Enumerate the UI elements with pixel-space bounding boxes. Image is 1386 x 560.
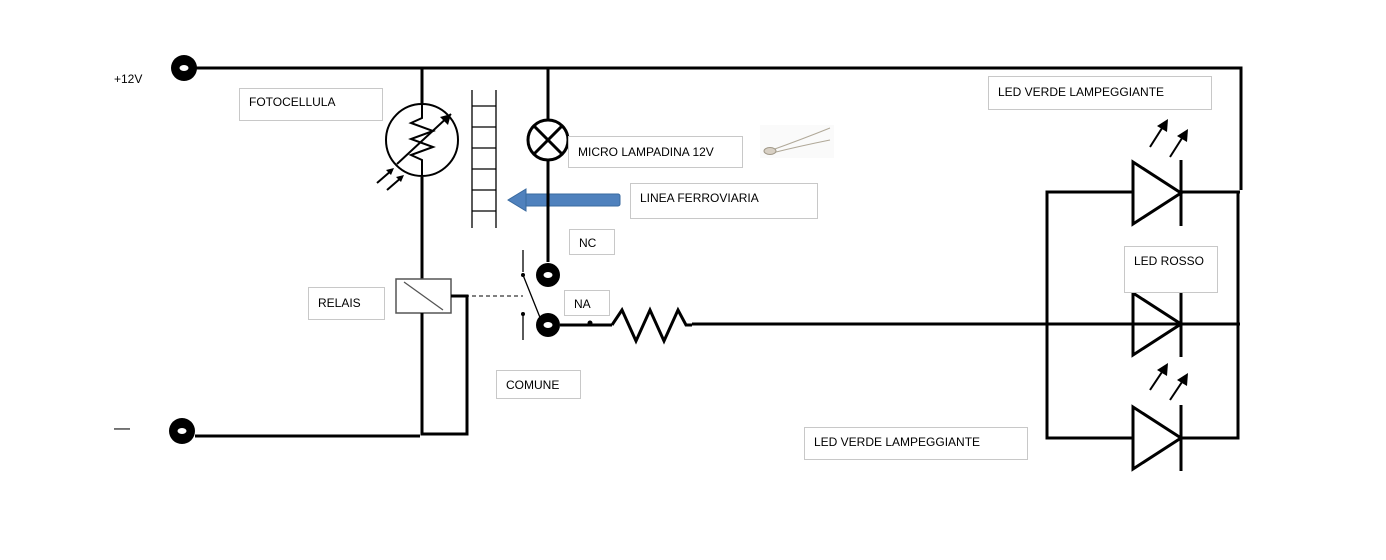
- resistor-symbol: [610, 306, 692, 345]
- terminal-nc: [536, 263, 560, 287]
- terminal-minus: [169, 418, 195, 444]
- left-arrow-icon: [507, 188, 621, 212]
- na-label: NA: [564, 290, 610, 316]
- led-verde-top-symbol: [1131, 119, 1188, 227]
- led-rosso-label: LED ROSSO: [1124, 246, 1218, 293]
- top-rail-wire: [196, 66, 1243, 190]
- lamp-symbol: [526, 118, 570, 162]
- fotocellula-label: FOTOCELLULA: [239, 88, 383, 121]
- led-verde-bottom-symbol: [1131, 363, 1188, 472]
- railway-track: [471, 90, 497, 228]
- photocell-symbol: [376, 103, 459, 191]
- linea-ferroviaria-label: LINEA FERROVIARIA: [630, 183, 818, 219]
- relais-label: RELAIS: [308, 287, 385, 320]
- terminal-na: [536, 313, 560, 337]
- micro-bulb-photo: [760, 125, 834, 158]
- terminal-plus: [171, 55, 197, 81]
- led-verde-top-label: LED VERDE LAMPEGGIANTE: [988, 76, 1212, 110]
- relay-return-wire: [420, 294, 469, 436]
- micro-lampadina-label: MICRO LAMPADINA 12V: [568, 136, 743, 168]
- minus-label: —: [114, 420, 130, 437]
- led-rosso-symbol: [1131, 290, 1184, 358]
- relay-coil-symbol: [395, 278, 452, 314]
- led-right-bus: [1181, 190, 1240, 440]
- plus-12v-label: +12V: [114, 72, 143, 86]
- nc-label: NC: [569, 229, 615, 255]
- comune-label: COMUNE: [496, 370, 581, 399]
- relay-switch: [521, 250, 542, 340]
- led-verde-bottom-label: LED VERDE LAMPEGGIANTE: [804, 427, 1028, 460]
- led-left-bus: [1045, 190, 1132, 440]
